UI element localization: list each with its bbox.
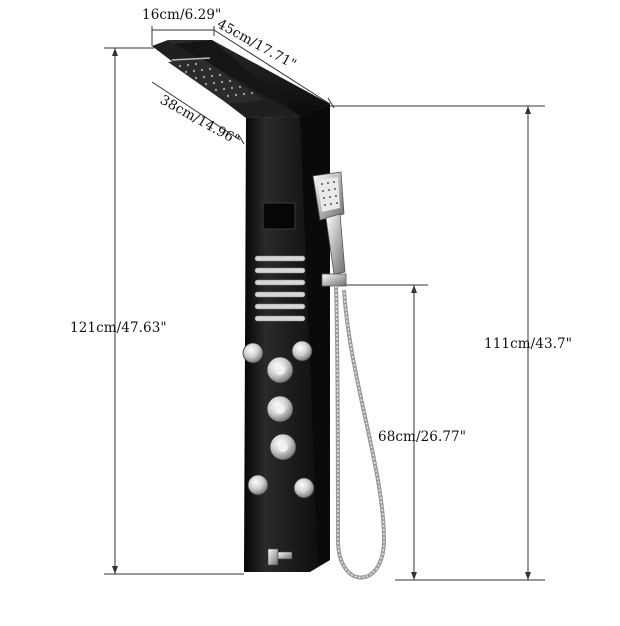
hand-shower-holder xyxy=(321,273,347,287)
panel-height-label: 111cm/43.7" xyxy=(484,336,573,352)
total-height-label: 121cm/47.63" xyxy=(70,320,167,336)
hose-height-label: 68cm/26.77" xyxy=(378,429,467,445)
dimension-arrowheads xyxy=(112,48,531,580)
head-width-label: 16cm/6.29" xyxy=(142,7,222,23)
body-jets xyxy=(242,340,315,499)
shower-panel-body xyxy=(244,104,330,572)
control-knobs xyxy=(266,356,297,461)
shower-hose xyxy=(334,285,387,580)
temperature-display xyxy=(262,202,296,230)
spray-slots xyxy=(254,255,306,322)
rain-shower-head xyxy=(152,40,330,118)
dimension-lines xyxy=(104,26,545,581)
hand-shower xyxy=(312,171,347,287)
tub-spout xyxy=(267,548,293,566)
rain-nozzles xyxy=(178,62,254,98)
